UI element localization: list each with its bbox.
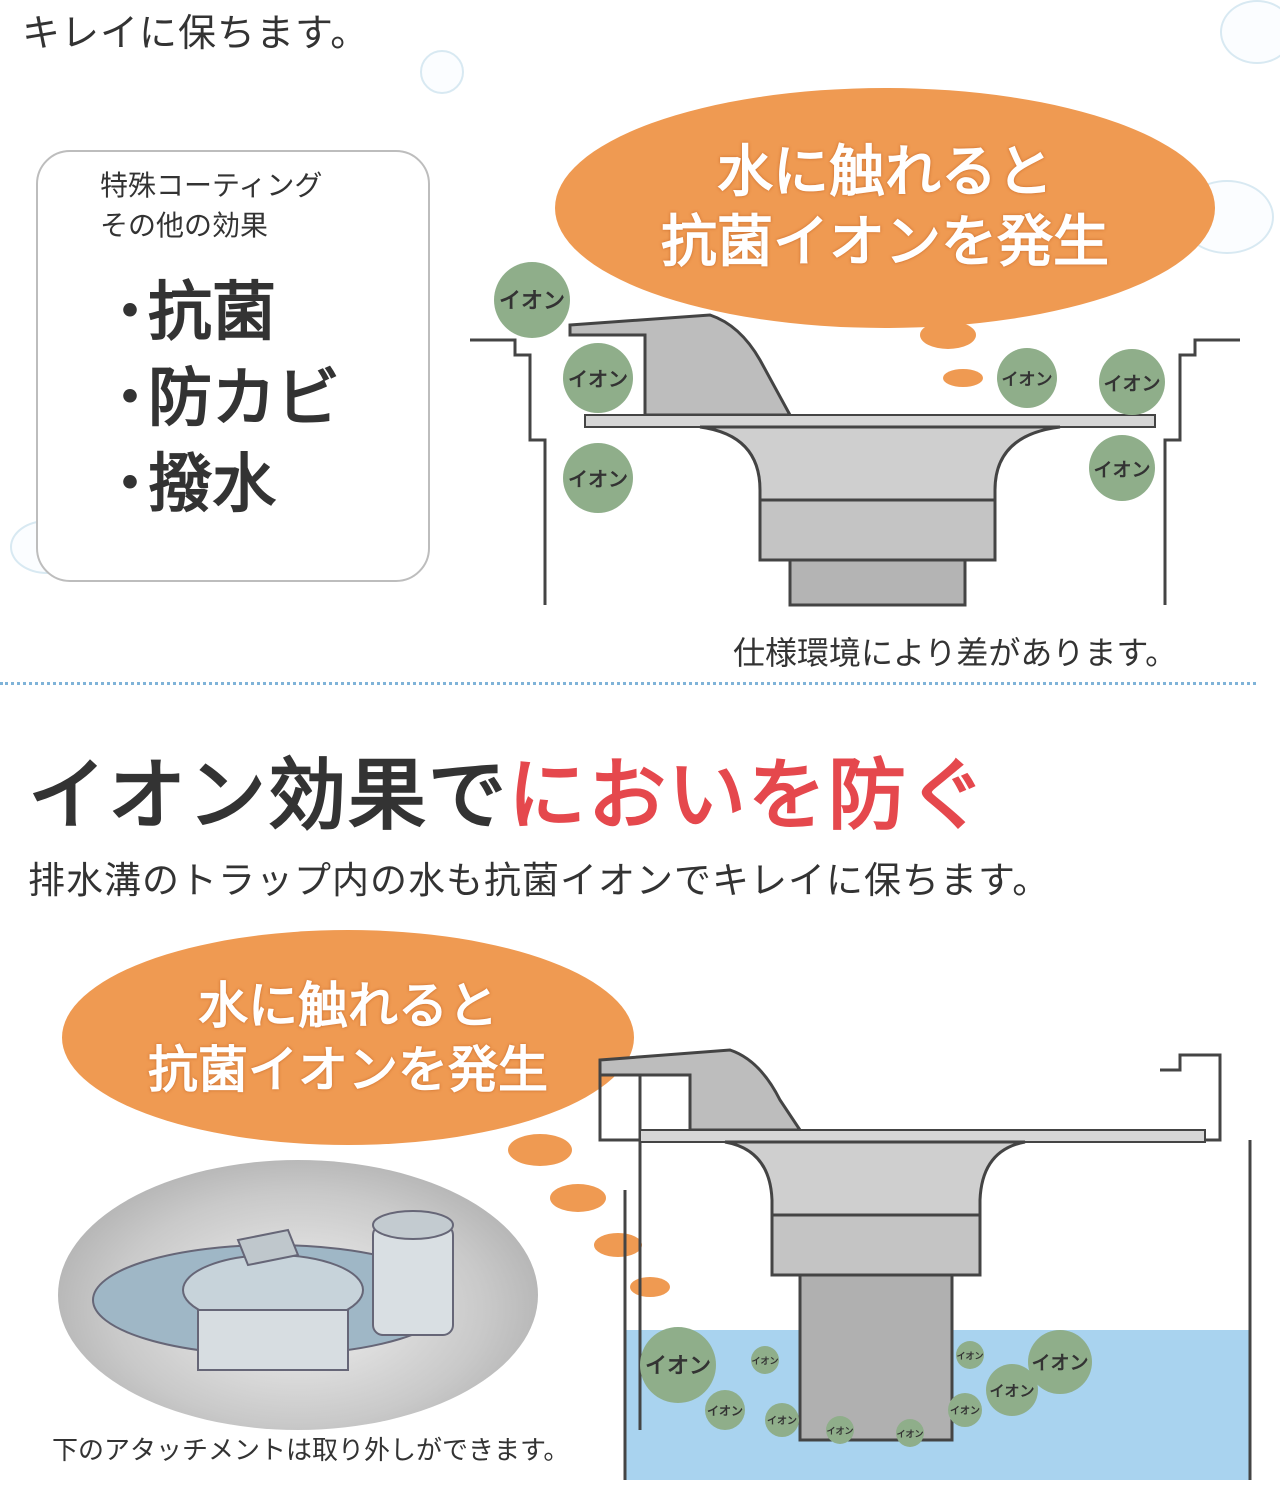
bullet: ・ [98,276,162,350]
ion-marker: イオン [1089,435,1155,501]
ion-marker: イオン [826,1416,854,1444]
strainer-handle [568,313,793,417]
feature-item-antimold: ・防カビ [98,356,340,442]
bubble-line1: 水に触れると [198,976,498,1035]
orange-droplet [630,1277,670,1297]
bubble-line2: 抗菌イオンを発生 [661,210,1109,275]
ion-marker: イオン [640,1327,716,1403]
intro-text: キレイに保ちます。 [22,11,370,55]
feature-label: 撥水 [148,448,276,522]
ion-marker: イオン [956,1341,984,1369]
drain-diagram-bottom: イオン イオン イオン イオン イオン イオン イオン イオン イオン イオン [508,1048,1252,1480]
strainer-photo-illustration [92,1210,454,1371]
speech-bubble-top: 水に触れると 抗菌イオンを発生 [555,88,1215,328]
svg-text:イオン: イオン [707,1404,743,1418]
orange-droplet [550,1184,606,1212]
orange-droplet [594,1233,642,1257]
ion-marker: イオン [705,1390,745,1430]
environment-note: 仕様環境により差があります。 [733,634,1178,672]
ion-marker: イオン [563,443,633,513]
ion-marker: イオン [751,1346,779,1374]
strainer-rim [639,1129,1206,1143]
bubble-line2: 抗菌イオンを発生 [148,1040,548,1099]
svg-text:イオン: イオン [1002,370,1053,390]
ion-marker: イオン [948,1393,982,1427]
water-drop [1220,0,1280,64]
sink-wall-right [1163,338,1240,605]
feature-item-water-repellent: ・撥水 [98,442,340,528]
strainer-cup [770,1213,982,1277]
svg-text:イオン: イオン [1103,373,1160,395]
feature-label: 防カビ [148,362,340,436]
svg-text:イオン: イオン [751,1356,778,1367]
svg-text:イオン: イオン [956,1351,983,1362]
speech-bubble-bottom: 水に触れると 抗菌イオンを発生 [62,930,634,1145]
ion-marker: イオン [563,343,633,413]
bubble-line1: 水に触れると [717,140,1053,205]
bullet: ・ [98,362,162,436]
ion-marker: イオン [997,348,1057,408]
section-subtitle: 排水溝のトラップ内の水も抗菌イオンでキレイに保ちます。 [28,859,1051,902]
strainer-basket [724,1140,1026,1217]
sink-wall-left [470,338,547,605]
section-title-part1: イオン効果で [28,751,509,841]
ion-marker: イオン [1099,349,1165,415]
ion-marker: イオン [765,1403,799,1437]
strainer-handle [598,1048,803,1132]
feature-item-antibacterial: ・抗菌 [98,270,340,356]
strainer-basket [699,425,1061,502]
water-drop [420,50,464,94]
features-box: 特殊コーティング その他の効果 ・抗菌 ・防カビ ・撥水 [36,150,430,582]
ion-marker: イオン [494,262,570,338]
photo-caption: 下のアタッチメントは取り外しができます。 [52,1436,570,1466]
ion-marker: イオン [896,1419,924,1447]
features-caption-line2: その他の効果 [100,209,269,242]
orange-droplet [508,1134,572,1166]
ion-marker: イオン [986,1364,1038,1416]
section-title: イオン効果でにおいを防ぐ [28,733,988,845]
svg-text:イオン: イオン [896,1429,923,1440]
features-caption: 特殊コーティング その他の効果 [100,166,322,246]
bullet: ・ [98,448,162,522]
svg-text:イオン: イオン [826,1426,853,1437]
strainer-rim [584,414,1156,428]
svg-text:イオン: イオン [645,1354,711,1379]
svg-text:イオン: イオン [568,467,628,491]
svg-text:イオン: イオン [1031,1352,1088,1374]
svg-text:イオン: イオン [950,1405,980,1417]
trap-pipe [798,1273,954,1442]
section-divider [0,682,1256,685]
drain-pipe [788,558,967,607]
svg-text:イオン: イオン [989,1382,1034,1400]
sink-wall-right [1160,1053,1222,1142]
drain-diagram-top: イオン イオン イオン イオン イオン イオン [470,262,1240,607]
features-list: ・抗菌 ・防カビ ・撥水 [98,270,340,528]
orange-droplet [920,321,976,349]
feature-label: 抗菌 [148,276,276,350]
svg-text:イオン: イオン [1093,459,1150,481]
svg-text:イオン: イオン [767,1415,797,1427]
strainer-cup [758,498,997,562]
orange-droplet [943,369,983,387]
features-caption-line1: 特殊コーティング [100,169,323,202]
svg-text:イオン: イオン [568,367,628,391]
section-title-part2: においを防ぐ [508,751,989,841]
ion-marker: イオン [1028,1330,1092,1394]
product-photo [58,1160,538,1430]
svg-text:イオン: イオン [499,289,565,314]
